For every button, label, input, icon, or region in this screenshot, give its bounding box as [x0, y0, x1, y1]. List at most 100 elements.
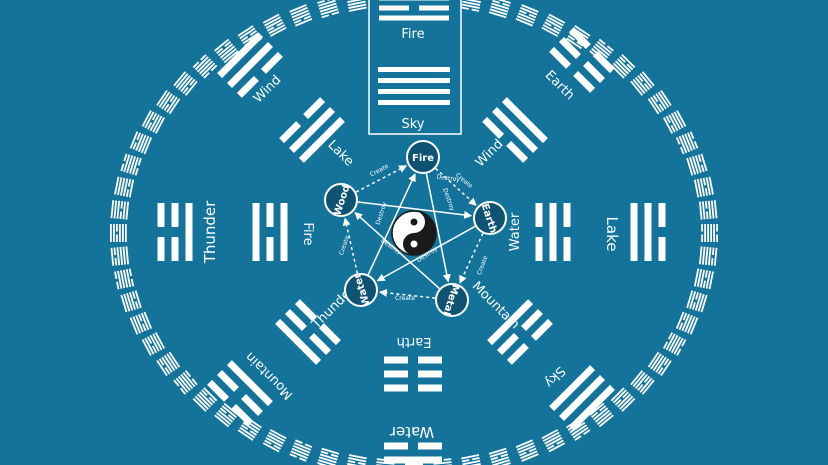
hexagram-solid-line: [696, 178, 703, 197]
hexagram-mark: [289, 439, 313, 462]
hexagram-solid-line: [520, 6, 538, 16]
hexagram-broken-line: [544, 21, 552, 27]
hexagram-solid-line: [574, 25, 591, 37]
hexagram-solid-line: [156, 360, 168, 377]
hexagram-mark: [541, 13, 566, 37]
trigram-broken-line: [592, 51, 615, 74]
trigram-broken-line: [658, 203, 666, 227]
hexagram-broken-line: [692, 302, 696, 310]
hexagram-broken-line: [134, 301, 139, 309]
hexagram-solid-line: [405, 463, 423, 465]
hexagram-solid-line: [319, 5, 338, 13]
hexagram-solid-line: [113, 200, 118, 219]
hexagram-solid-line: [182, 372, 196, 388]
hexagram-broken-line: [184, 370, 192, 378]
water-trigram-inner: [535, 203, 571, 261]
hexagram-solid-line: [617, 393, 632, 408]
hexagram-broken-line: [146, 122, 153, 130]
hexagram-mark: [120, 153, 142, 176]
hexagram-solid-line: [621, 54, 636, 69]
hexagram-mark: [192, 387, 218, 412]
trigram-broken-line: [384, 384, 408, 392]
trigram-solid-line: [289, 107, 335, 153]
mountain-outer-label: Mountain: [243, 349, 296, 402]
hexagram-broken-line: [114, 271, 118, 280]
hexagram-broken-line: [331, 11, 340, 16]
hexagram-solid-line: [289, 4, 307, 13]
trigram-solid-line: [217, 32, 264, 79]
trigram-solid-line: [492, 107, 538, 153]
hexagram-solid-line: [547, 16, 564, 27]
hexagram-broken-line: [700, 164, 705, 173]
hexagram-solid-line: [517, 444, 536, 454]
hexagram-mark: [541, 429, 566, 453]
hexagram-solid-line: [149, 334, 160, 352]
trigram-broken-line: [563, 237, 571, 261]
trigram-solid-line: [275, 318, 322, 365]
thunder-outer-label: Thunder: [201, 200, 219, 264]
hexagram-broken-line: [141, 323, 147, 332]
hexagram-broken-line: [116, 224, 118, 232]
trigram-broken-line: [318, 323, 341, 346]
hexagram-solid-line: [612, 62, 627, 77]
fire-trigram-symbol: [379, 0, 449, 21]
hexagram-solid-line: [125, 246, 130, 265]
hexagram-solid-line: [144, 337, 155, 355]
hexagram-mark: [347, 454, 367, 465]
hexagram-solid-line: [681, 134, 691, 153]
hexagram-solid-line: [548, 442, 566, 453]
hexagram-solid-line: [704, 246, 709, 265]
trigram-broken-line: [231, 403, 254, 426]
hexagram-mark: [120, 290, 142, 313]
create-label-wood-fire: Create: [369, 163, 390, 179]
trigram-solid-line: [630, 203, 638, 261]
trigram-broken-line: [384, 442, 408, 450]
hexagram-solid-line: [490, 5, 509, 13]
hexagram-broken-line: [151, 112, 158, 121]
hexagram-solid-line: [660, 89, 672, 106]
hexagram-broken-line: [200, 54, 207, 61]
hexagram-broken-line: [701, 234, 703, 242]
hexagram-broken-line: [128, 268, 133, 277]
hexagram-broken-line: [689, 131, 695, 139]
hexagram-solid-line: [123, 293, 131, 312]
hexagram-solid-line: [707, 247, 712, 266]
hexagram-broken-line: [547, 444, 555, 450]
hexagram-mark: [589, 402, 614, 428]
hexagram-broken-line: [179, 387, 187, 395]
hexagram-solid-line: [689, 157, 697, 175]
hexagram-solid-line: [492, 459, 510, 465]
hexagram-solid-line: [122, 201, 127, 220]
hexagram-solid-line: [516, 15, 535, 24]
hexagram-solid-line: [219, 45, 235, 59]
wind-inner-label: Wind: [473, 137, 507, 171]
hexagram-solid-line: [665, 333, 676, 351]
destroy-label-fire-metal: Destroy: [441, 187, 456, 212]
hexagram-solid-line: [348, 3, 367, 9]
hexagram-solid-line: [675, 311, 685, 329]
trigram-broken-line: [279, 121, 302, 144]
trigram-broken-line: [418, 370, 442, 378]
hexagram-solid-line: [129, 292, 136, 310]
hexagram-solid-line: [114, 176, 120, 195]
hexagram-solid-line: [269, 429, 287, 440]
hexagram-solid-line: [489, 450, 508, 458]
hexagram-broken-line: [114, 257, 118, 266]
hexagram-solid-line: [596, 41, 612, 54]
hexagram-solid-line: [237, 429, 254, 441]
yin-yang-icon: [391, 210, 437, 256]
hexagram-solid-line: [462, 462, 481, 465]
hexagram-solid-line: [180, 373, 194, 390]
hexagram-solid-line: [237, 25, 254, 37]
phase-node-earth: Earth: [473, 201, 507, 235]
hexagram-mark: [173, 370, 198, 395]
hexagram-solid-line: [175, 377, 189, 393]
hexagram-solid-line: [161, 356, 173, 373]
hexagram-solid-line: [180, 76, 194, 93]
hexagram-solid-line: [647, 98, 660, 115]
hexagram-broken-line: [267, 26, 275, 32]
hexagram-solid-line: [293, 442, 312, 451]
hexagram-solid-line: [194, 56, 209, 71]
hexagram-solid-line: [291, 447, 309, 457]
hexagram-solid-line: [268, 431, 286, 442]
